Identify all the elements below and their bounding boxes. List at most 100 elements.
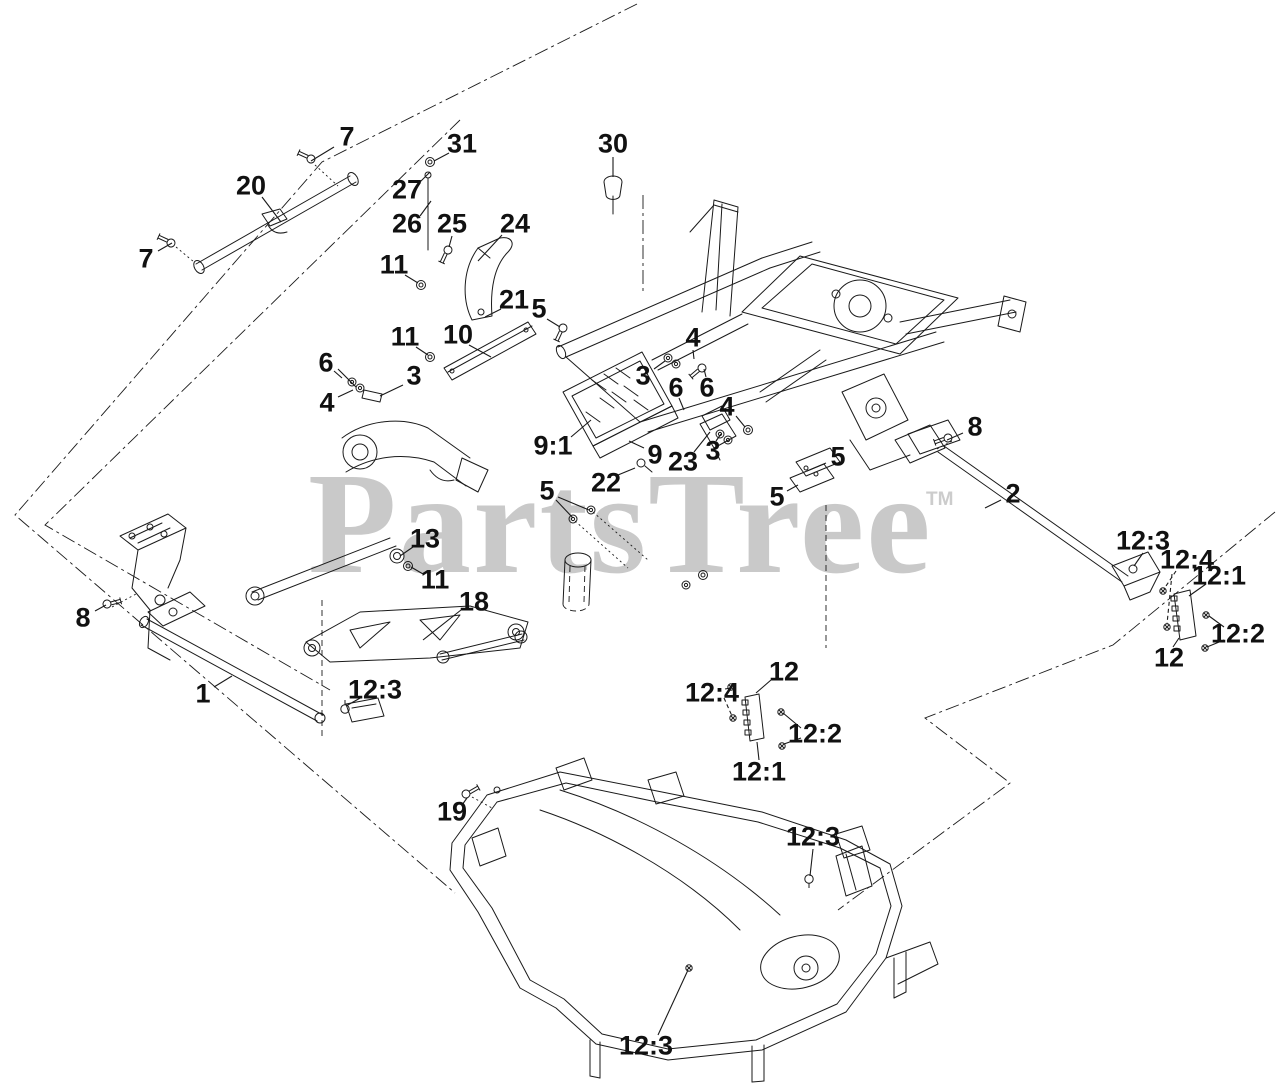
leader-line-4 [692, 349, 695, 360]
leader-line-12-3 [657, 969, 689, 1036]
leader-line-11 [415, 346, 429, 356]
mower-deck-art [449, 757, 939, 1083]
callout-18: 18 [458, 586, 490, 617]
leader-line-12-4 [723, 697, 733, 717]
leader-line-4 [735, 415, 746, 428]
leader-line-8 [94, 604, 107, 612]
leader-line-12-1 [1188, 583, 1207, 597]
leader-line-3 [379, 384, 404, 397]
callout-12-3: 12:3 [347, 674, 403, 705]
callout-7: 7 [339, 121, 355, 152]
callout-19: 19 [436, 796, 468, 827]
leader-line-5 [806, 462, 827, 472]
leader-line-12 [755, 679, 772, 694]
callout-27: 27 [391, 174, 423, 205]
callout-12-1: 12:1 [1191, 560, 1247, 591]
leader-line-12-4 [1166, 573, 1173, 625]
leader-line-6 [333, 370, 343, 379]
callout-11: 11 [420, 564, 450, 595]
leader-line-21 [484, 308, 502, 318]
alignment-centerlines [321, 505, 827, 740]
callout-12-1: 12:1 [731, 756, 787, 787]
height-of-cut-plate-art [347, 351, 753, 590]
callout-12-2: 12:2 [1210, 618, 1266, 649]
leader-line-12-3 [1133, 552, 1144, 567]
callout-3: 3 [635, 360, 651, 391]
leader-line-18 [422, 609, 462, 641]
callout-3: 3 [406, 360, 422, 391]
callout-7: 7 [138, 243, 154, 274]
leader-line-12-1 [756, 741, 760, 761]
callout-4: 4 [685, 322, 701, 353]
front-lift-rod-art [156, 148, 359, 274]
leader-line-7 [310, 146, 335, 162]
leader-line-12-2 [1206, 639, 1225, 648]
callout-5: 5 [769, 481, 785, 512]
callout-22: 22 [590, 467, 622, 498]
callout-12-3: 12:3 [1115, 525, 1171, 556]
leader-line-12 [1172, 637, 1180, 648]
callout-31: 31 [446, 128, 478, 159]
callout-5: 5 [830, 441, 846, 472]
callout-12-4: 12:4 [684, 677, 740, 708]
leader-line-10 [468, 344, 492, 358]
callout-4: 4 [319, 387, 335, 418]
callout-13: 13 [409, 523, 441, 554]
leader-line-22 [617, 467, 636, 476]
strap-art [425, 321, 569, 381]
callout-12-3: 12:3 [618, 1030, 674, 1061]
leader-line-12-4 [724, 687, 732, 690]
leader-line-19 [461, 797, 468, 806]
latch-bracket-art [416, 157, 623, 321]
leader-line-5 [786, 484, 799, 492]
leader-line-26 [419, 200, 432, 217]
leader-line-5 [546, 318, 561, 328]
leader-line-1 [213, 675, 233, 688]
leader-line-9 [628, 440, 645, 449]
callout-25: 25 [436, 208, 468, 239]
leader-line-6 [678, 397, 685, 411]
callout-11: 11 [390, 321, 420, 352]
callout-9-1: 9:1 [533, 430, 573, 461]
callout-20: 20 [235, 170, 267, 201]
leader-line-11 [410, 566, 424, 575]
leader-line-12-4 [1163, 570, 1177, 590]
spring-cylinder-art [562, 552, 592, 612]
callout-21: 21 [498, 284, 530, 315]
frame-assembly-art [341, 199, 1027, 493]
leader-line-20 [261, 196, 282, 223]
callout-12-4: 12:4 [1159, 544, 1215, 575]
watermark-trademark: TM [926, 489, 954, 510]
callout-12: 12 [768, 656, 800, 687]
leader-line-3 [653, 360, 666, 370]
leader-line-2 [984, 499, 1002, 509]
callout-11: 11 [379, 249, 409, 280]
callout-4: 4 [719, 391, 735, 422]
leader-line-6 [703, 368, 707, 378]
pedal-bracket-art [101, 513, 206, 661]
leader-line-24 [477, 234, 503, 262]
lift-arms-art [245, 537, 529, 664]
callout-5: 5 [539, 475, 555, 506]
leader-line-11 [404, 274, 419, 284]
callout-26: 26 [391, 208, 423, 239]
callout-10: 10 [442, 319, 474, 350]
callout-12-3: 12:3 [785, 821, 841, 852]
callout-8: 8 [75, 602, 91, 633]
leader-line-7 [157, 242, 173, 252]
leader-line-23 [693, 431, 711, 453]
leader-line-5 [557, 496, 590, 511]
leader-line-12-2 [782, 712, 802, 729]
callout-24: 24 [499, 208, 531, 239]
leader-line-31 [433, 152, 450, 162]
callout-9: 9 [647, 439, 663, 470]
leader-line-4 [337, 389, 354, 398]
phantom-boundary-lines [14, 3, 1276, 911]
callout-12: 12 [1153, 642, 1185, 673]
leader-line-5 [555, 499, 574, 519]
callout-6: 6 [699, 372, 715, 403]
leader-line-12-2 [783, 737, 802, 745]
